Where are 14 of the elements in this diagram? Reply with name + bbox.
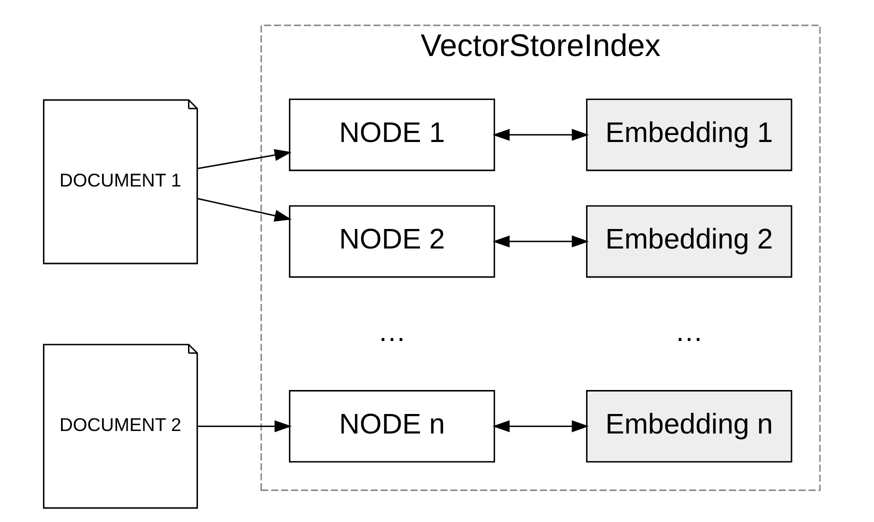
node-box: NODE n xyxy=(288,390,495,463)
arrow xyxy=(492,128,588,141)
arrow xyxy=(492,420,588,432)
node-box: Embedding n xyxy=(586,390,792,463)
label: … xyxy=(674,316,703,348)
label: … xyxy=(377,316,406,348)
node-box: Embedding 1 xyxy=(586,98,792,172)
node-box: Embedding 2 xyxy=(586,205,792,278)
node-box: NODE 2 xyxy=(288,205,495,278)
arrow xyxy=(492,235,588,248)
arrow xyxy=(196,198,292,222)
arrow xyxy=(196,149,292,170)
arrow xyxy=(196,420,292,432)
node-box: NODE 1 xyxy=(288,98,495,172)
